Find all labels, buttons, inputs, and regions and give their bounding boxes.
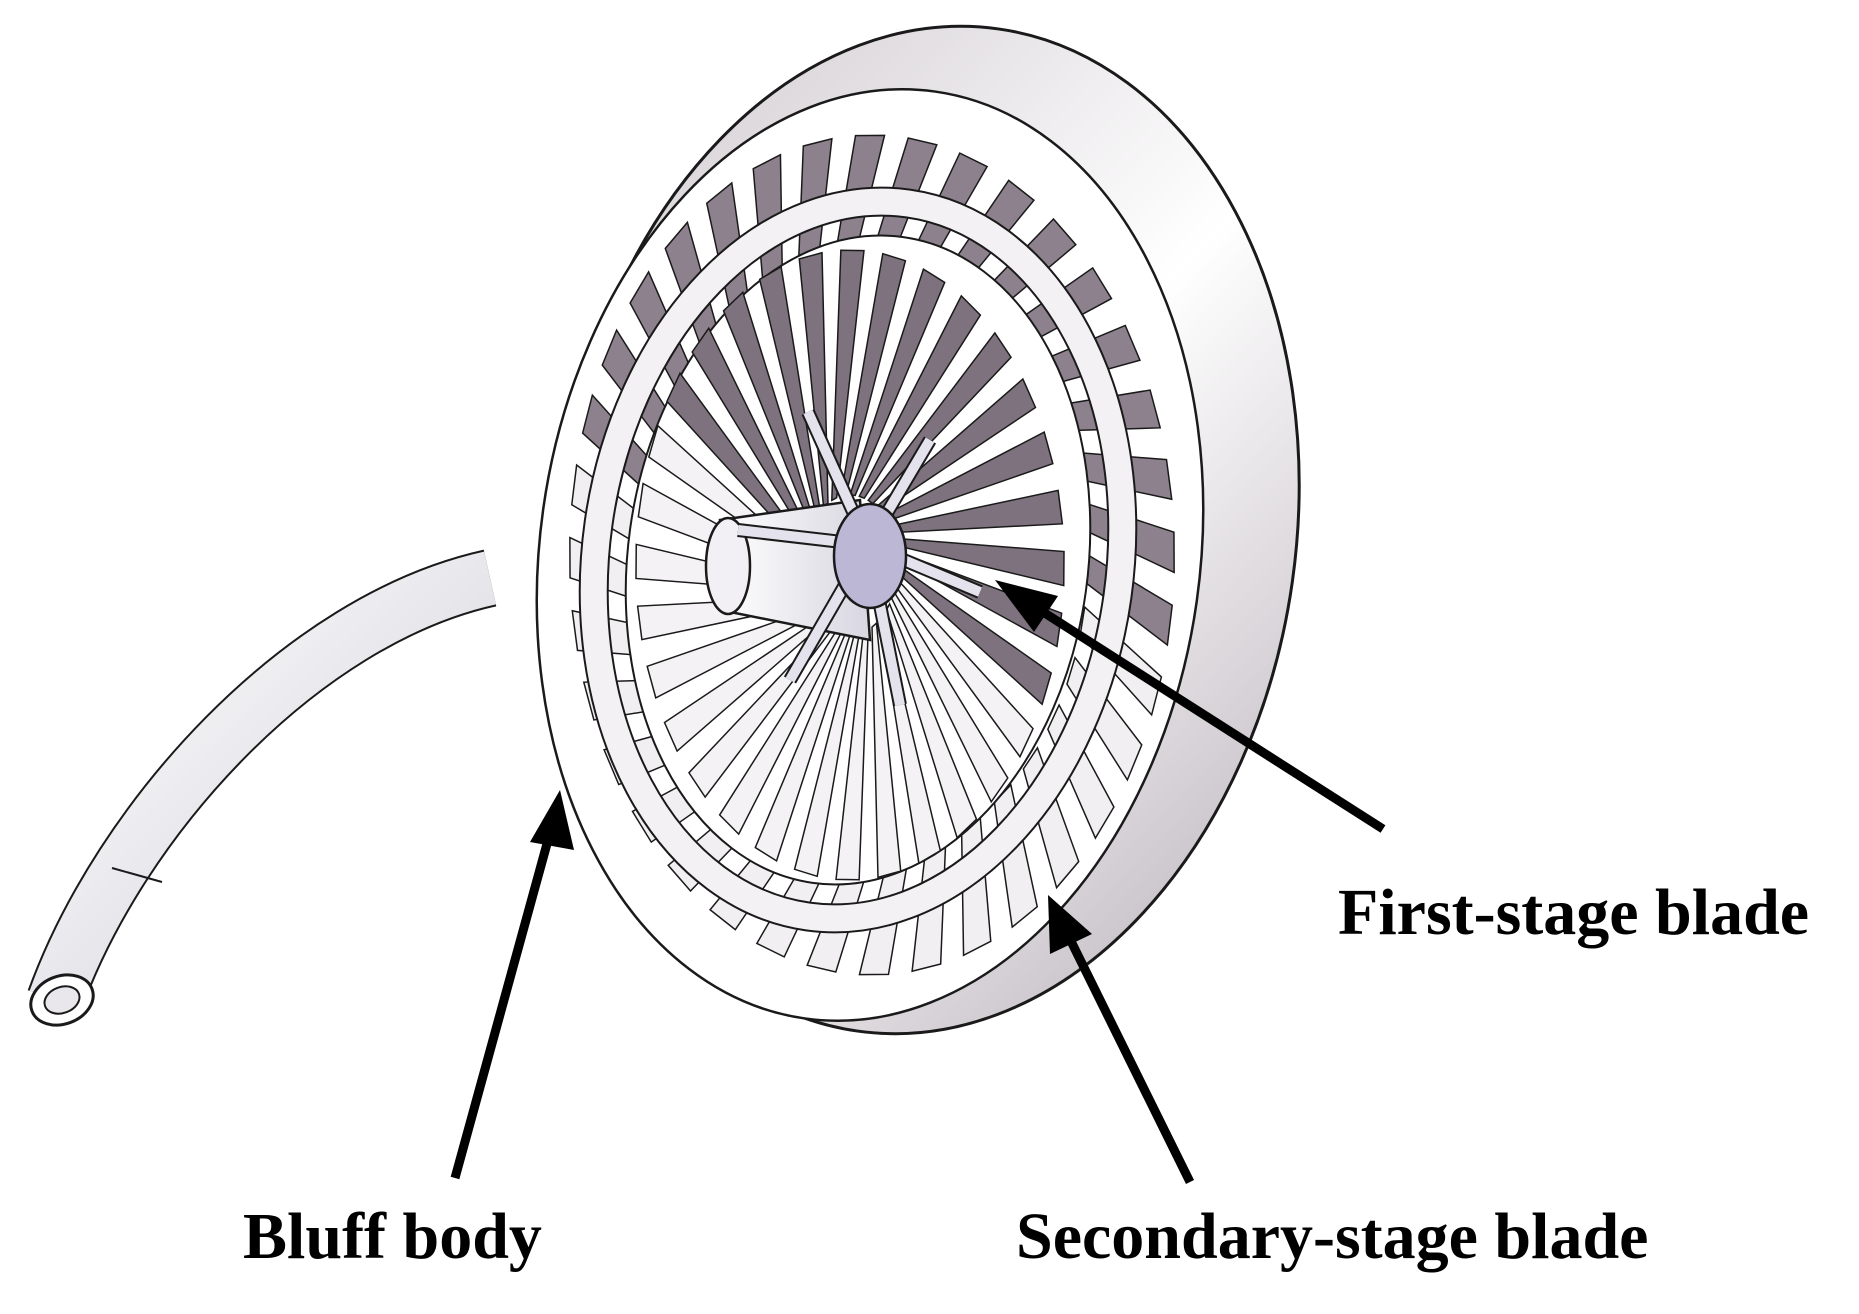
first-stage-blade <box>848 267 946 497</box>
first-stage-blade <box>830 249 865 502</box>
arrow-bluff-body <box>450 790 574 1180</box>
first-stage-blade <box>858 294 982 500</box>
supply-pipe <box>27 549 497 1027</box>
first-stage-blade-label: First-stage blade <box>1338 876 1810 949</box>
bluff-body-label: Bluff body <box>243 1200 542 1273</box>
arrow-first-stage <box>995 580 1386 833</box>
arrow-secondary-stage <box>1048 895 1195 1184</box>
bluff-body <box>704 409 983 707</box>
secondary-stage-blade-label: Secondary-stage blade <box>1016 1200 1649 1273</box>
first-stage-blade <box>871 621 902 879</box>
first-stage-blade <box>867 331 1012 505</box>
